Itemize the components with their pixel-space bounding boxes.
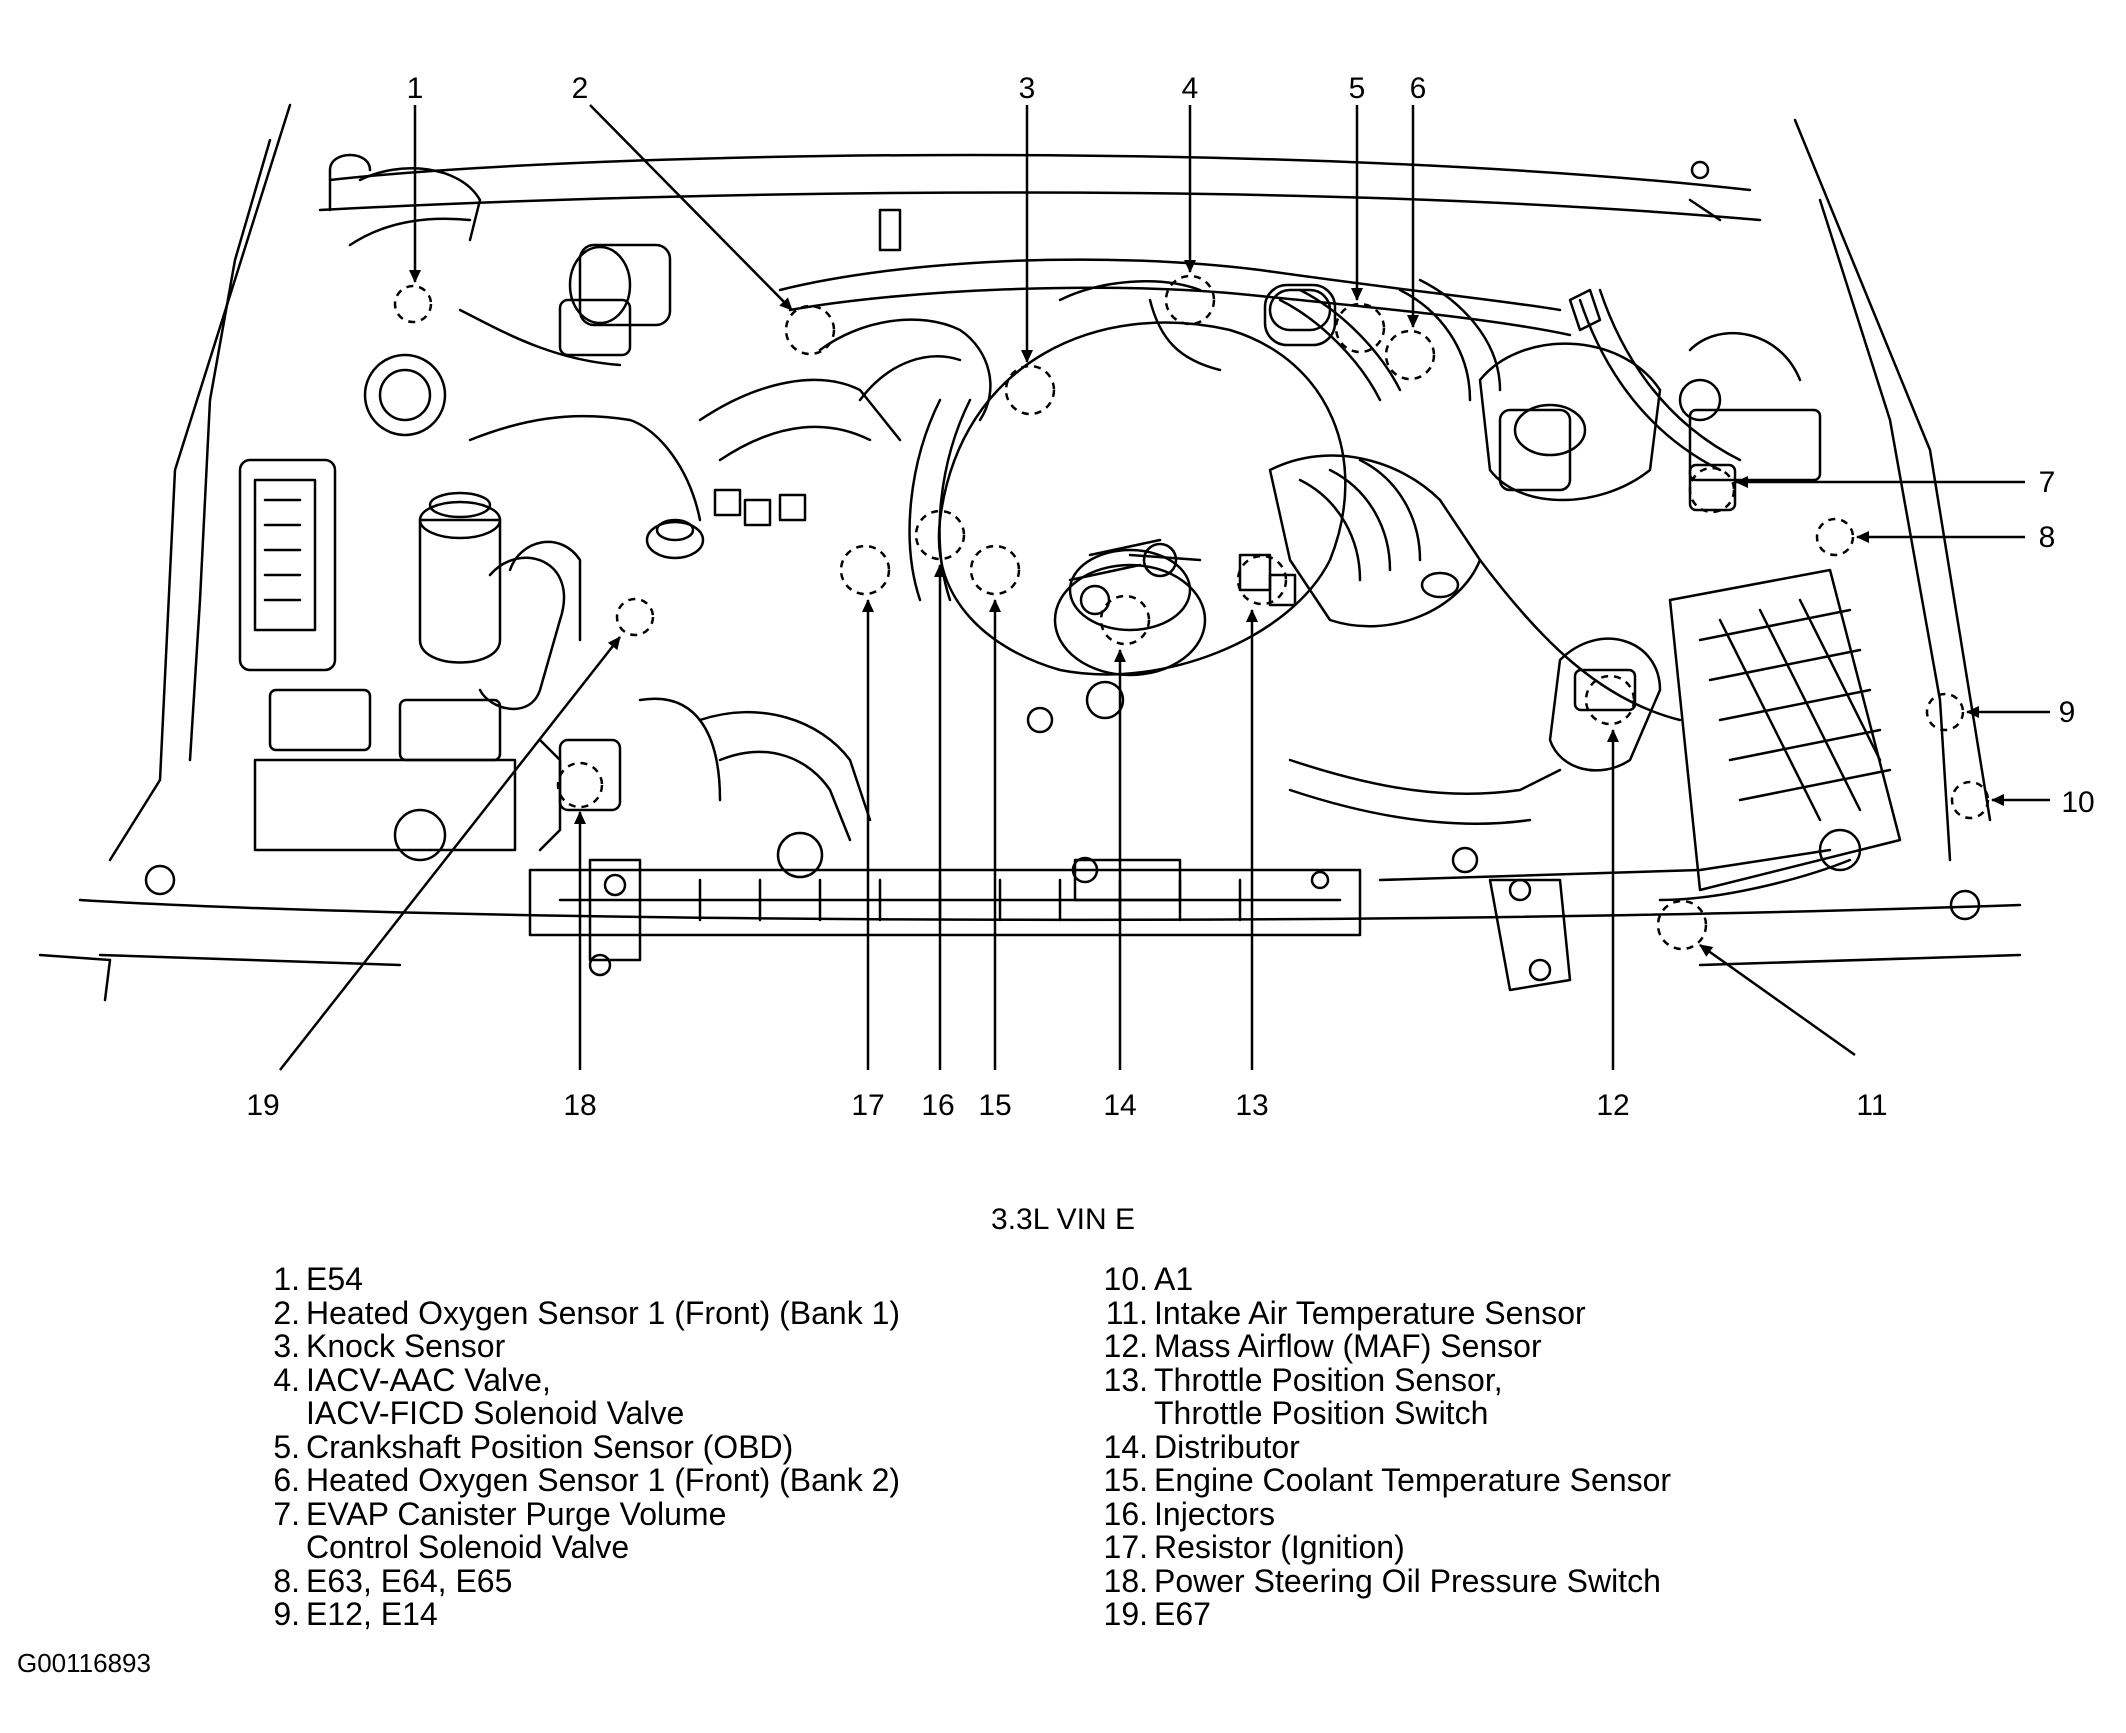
locator-1 bbox=[393, 284, 433, 324]
callout-13: 13 bbox=[1235, 1089, 1268, 1122]
callout-19: 19 bbox=[246, 1089, 279, 1122]
leader-lines bbox=[279, 104, 2050, 1071]
callout-17: 17 bbox=[851, 1089, 884, 1122]
legend-item: 5.Crankshaft Position Sensor (OBD) bbox=[273, 1428, 794, 1465]
leader-19 bbox=[279, 636, 621, 1071]
locator-7 bbox=[1688, 466, 1736, 514]
callout-9: 9 bbox=[2059, 696, 2076, 729]
callout-10: 10 bbox=[2061, 786, 2094, 819]
locator-2 bbox=[784, 304, 836, 356]
locator-13 bbox=[1236, 554, 1288, 606]
figure-caption: 3.3L VIN E bbox=[991, 1203, 1135, 1236]
locator-4 bbox=[1164, 274, 1216, 326]
engine-illustration bbox=[38, 103, 2022, 1002]
locator-11 bbox=[1656, 899, 1708, 951]
legend-item: 1.E54 bbox=[273, 1261, 363, 1297]
callout-4: 4 bbox=[1182, 72, 1199, 105]
legend-item: 10.A1 bbox=[1103, 1261, 1194, 1297]
locator-17 bbox=[839, 544, 891, 596]
callout-7: 7 bbox=[2039, 466, 2056, 499]
callout-12: 12 bbox=[1596, 1089, 1629, 1122]
legend-item: 6.Heated Oxygen Sensor 1 (Front) (Bank 2… bbox=[273, 1462, 901, 1498]
locator-12 bbox=[1584, 674, 1636, 726]
callout-3: 3 bbox=[1019, 72, 1036, 105]
legend-item: 7.EVAP Canister Purge Volume bbox=[273, 1495, 727, 1532]
legend-item: 15.Engine Coolant Temperature Sensor bbox=[1103, 1462, 1672, 1498]
locator-3 bbox=[1004, 364, 1056, 416]
callout-14: 14 bbox=[1103, 1089, 1136, 1122]
legend-item: 9.E12, E14 bbox=[273, 1596, 438, 1632]
legend-item: 17.Resistor (Ignition) bbox=[1103, 1529, 1405, 1565]
legend-right: 10.A1 11.Intake Air Temperature Sensor 1… bbox=[1090, 1261, 1672, 1632]
legend-item-continuation: IACV-FICD Solenoid Valve bbox=[306, 1395, 685, 1431]
legend-left: 1.E54 2.Heated Oxygen Sensor 1 (Front) (… bbox=[255, 1261, 901, 1632]
locator-9 bbox=[1925, 692, 1965, 732]
callout-1: 1 bbox=[407, 72, 424, 105]
legend-item-continuation: Control Solenoid Valve bbox=[306, 1529, 630, 1565]
leader-2 bbox=[589, 104, 793, 311]
callout-16: 16 bbox=[921, 1089, 954, 1122]
locator-16 bbox=[914, 509, 966, 561]
figure-id: G00116893 bbox=[17, 1648, 151, 1678]
locator-15 bbox=[969, 544, 1021, 596]
locator-8 bbox=[1815, 517, 1855, 557]
legend-item: 14.Distributor bbox=[1103, 1428, 1300, 1465]
locator-18 bbox=[556, 761, 604, 809]
legend-item: 4.IACV-AAC Valve, bbox=[273, 1361, 551, 1398]
legend-item: 18.Power Steering Oil Pressure Switch bbox=[1103, 1562, 1661, 1599]
locator-19 bbox=[615, 597, 655, 637]
legend-item: 12.Mass Airflow (MAF) Sensor bbox=[1103, 1328, 1542, 1364]
locator-6 bbox=[1384, 329, 1436, 381]
callout-2: 2 bbox=[572, 72, 589, 105]
legend-item: 19.E67 bbox=[1103, 1596, 1211, 1632]
callout-numbers: 1 2 3 4 5 6 7 8 9 10 11 12 13 14 15 16 1… bbox=[246, 72, 2094, 1122]
locator-circles bbox=[393, 274, 1990, 951]
callout-6: 6 bbox=[1410, 72, 1427, 105]
legend-item: 11.Intake Air Temperature Sensor bbox=[1105, 1294, 1586, 1331]
locator-10 bbox=[1950, 780, 1990, 820]
locator-5 bbox=[1334, 302, 1386, 354]
legend-item: 16.Injectors bbox=[1103, 1495, 1275, 1532]
legend-item: 13.Throttle Position Sensor, bbox=[1103, 1361, 1503, 1398]
leader-11 bbox=[1699, 943, 1856, 1057]
legend-item-continuation: Throttle Position Switch bbox=[1154, 1395, 1489, 1431]
legend-item: 2.Heated Oxygen Sensor 1 (Front) (Bank 1… bbox=[273, 1294, 901, 1331]
callout-11: 11 bbox=[1856, 1089, 1887, 1122]
callout-8: 8 bbox=[2039, 521, 2056, 554]
callout-15: 15 bbox=[978, 1089, 1011, 1122]
legend-item: 3.Knock Sensor bbox=[273, 1328, 506, 1364]
locator-14 bbox=[1099, 594, 1151, 646]
callout-5: 5 bbox=[1349, 72, 1366, 105]
callout-18: 18 bbox=[563, 1089, 596, 1122]
legend-item: 8.E63, E64, E65 bbox=[273, 1562, 513, 1599]
